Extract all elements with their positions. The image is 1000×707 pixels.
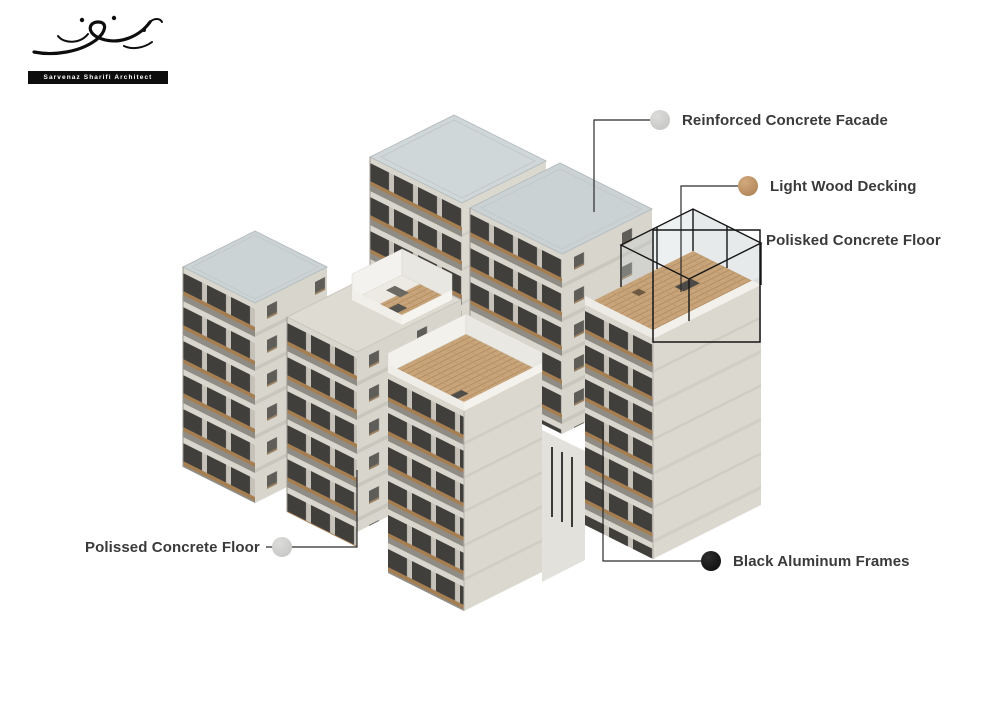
callout-label: Reinforced Concrete Facade [682,111,888,129]
alley-ground [542,430,585,582]
concrete-swatch-icon [271,537,292,557]
block-front-center [387,313,543,611]
callout-label: Polisked Concrete Floor [766,231,941,249]
highlight-box-polisked-concrete-floor [652,229,761,343]
studio-name-bar: Sarvenaz Sharifi Architect [28,71,168,84]
leader-line-reinforced-concrete-facade [593,119,650,212]
callout-polisked-concrete-floor: Polisked Concrete Floor [766,230,941,250]
penthouse-front-left [351,248,453,325]
leader-line-polissed-concrete-floor [266,470,358,548]
leader-line-light-wood-decking [680,185,738,292]
leader-line-black-aluminum-frames [602,425,701,562]
studio-logo: Sarvenaz Sharifi Architect [28,12,168,84]
callout-light-wood-decking: Light Wood Decking [738,176,917,196]
logo-calligraphy-icon [32,15,163,56]
callout-label: Black Aluminum Frames [733,552,910,570]
penthouse-glass-frames [619,208,763,321]
wood-swatch-icon [738,176,758,196]
callout-label: Light Wood Decking [770,177,917,195]
concrete-swatch-icon [650,110,670,130]
black-swatch-icon [701,551,721,571]
callout-reinforced-concrete-facade: Reinforced Concrete Facade [650,110,888,130]
callout-black-aluminum-frames: Black Aluminum Frames [701,551,910,571]
callout-polissed-concrete-floor: Polissed Concrete Floor [85,537,292,557]
block-right [585,208,763,559]
callout-label: Polissed Concrete Floor [85,538,260,556]
studio-name-label: Sarvenaz Sharifi Architect [43,74,153,81]
